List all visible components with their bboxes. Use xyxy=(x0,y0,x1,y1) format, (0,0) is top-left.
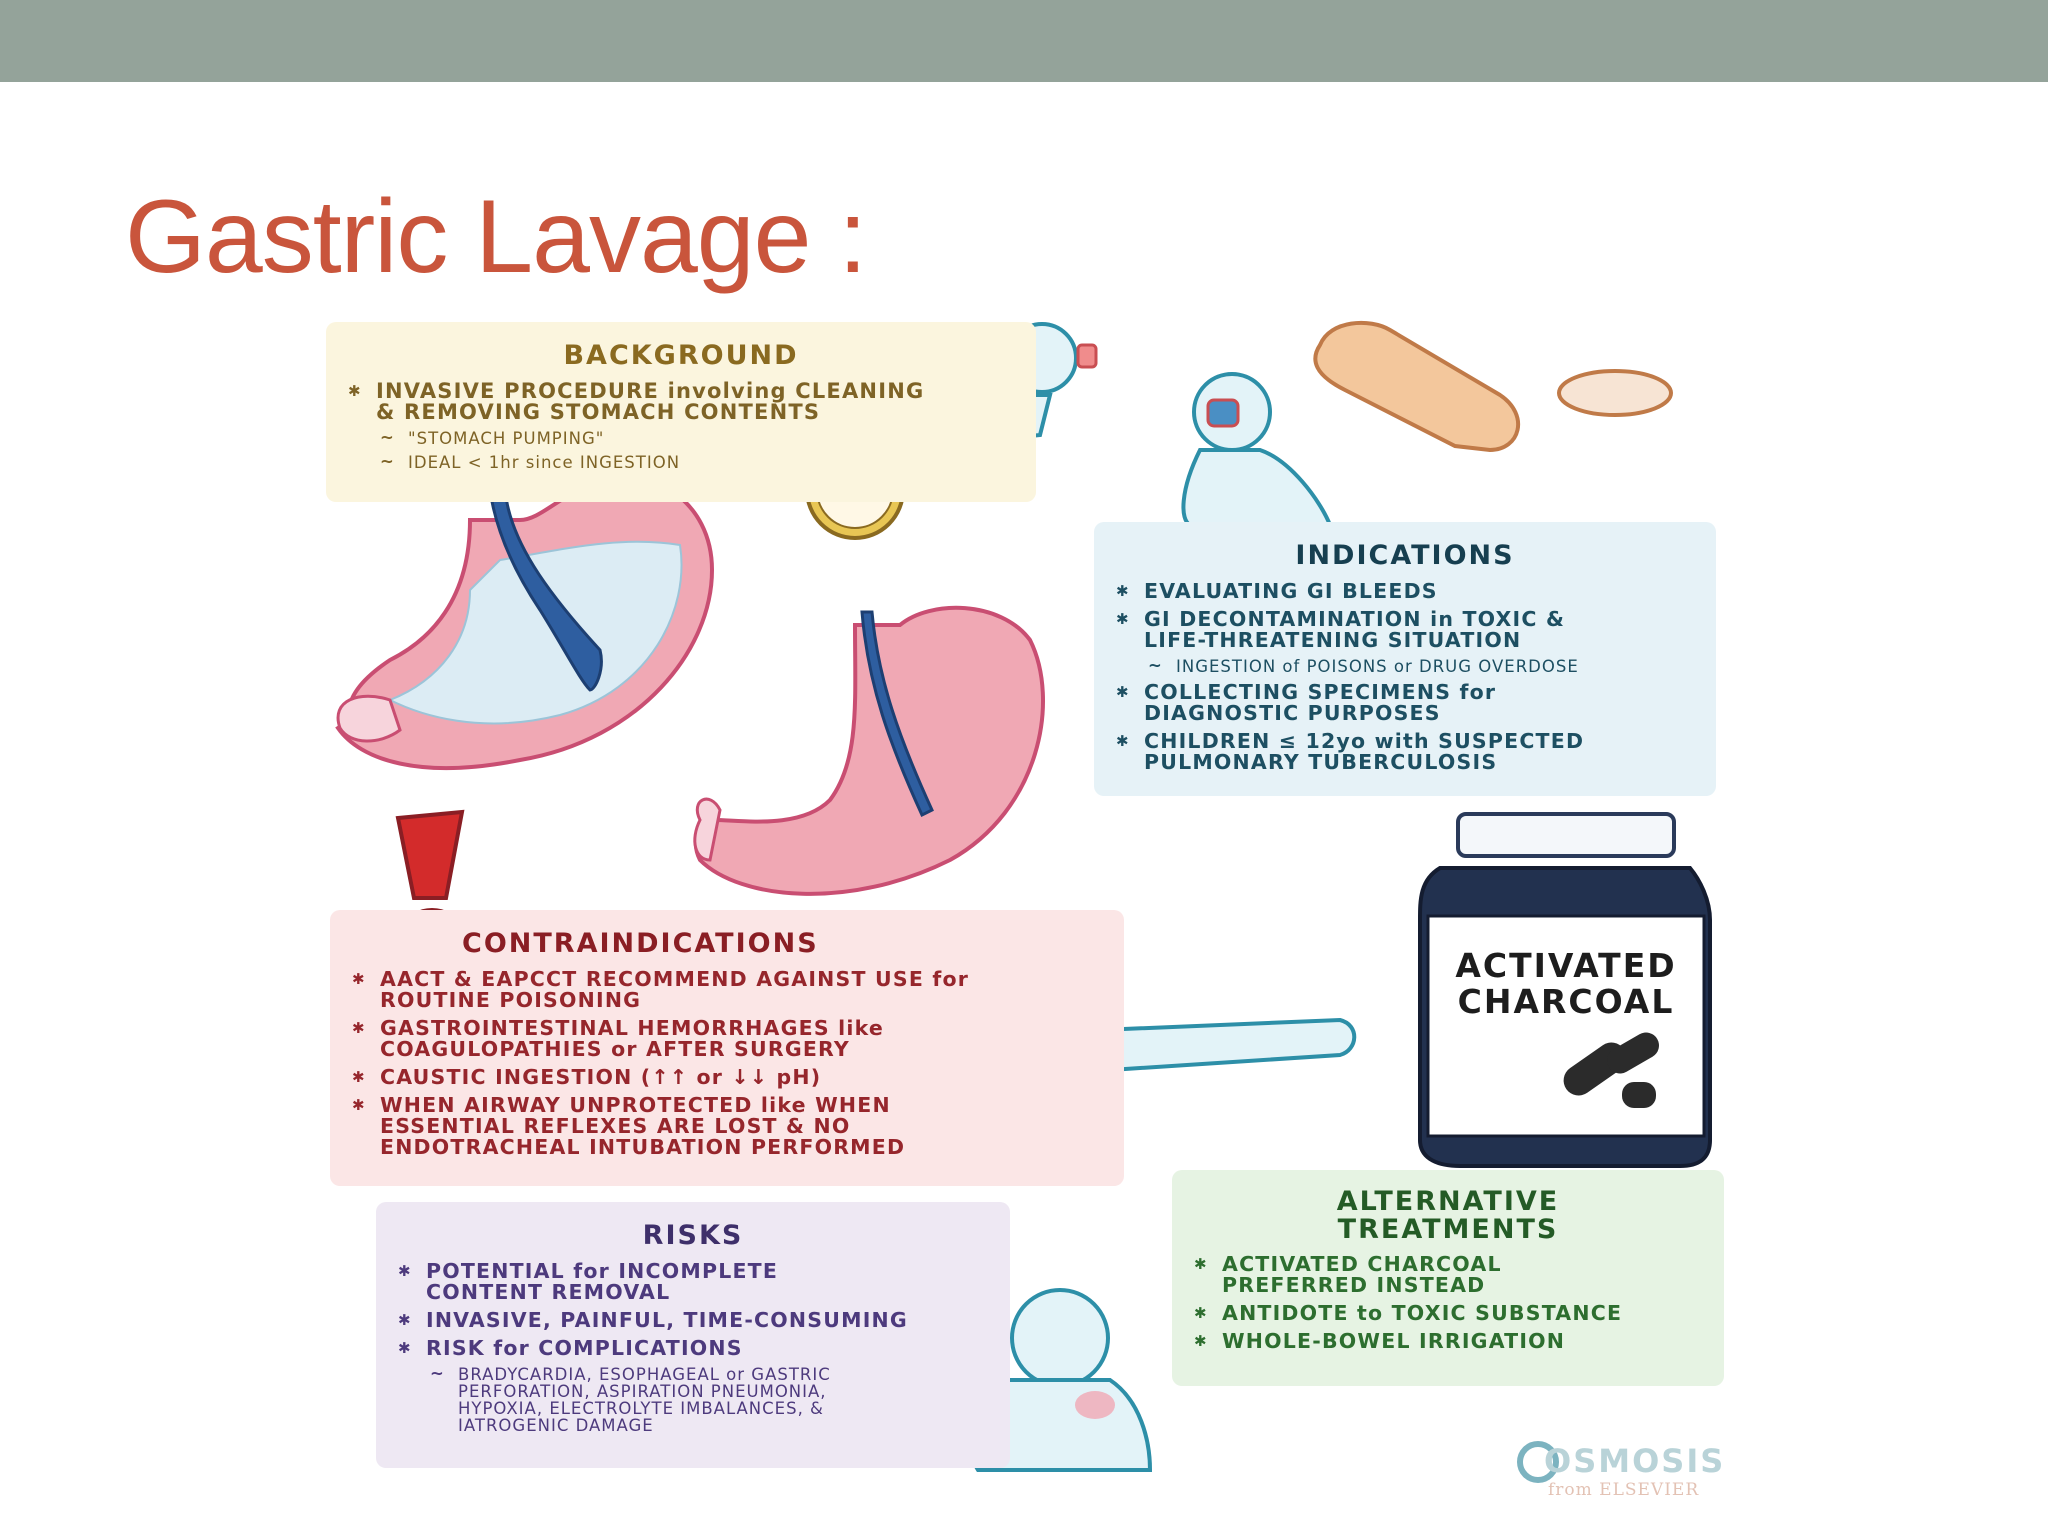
person-drinking-illustration xyxy=(986,322,1333,527)
background-heading: BACKGROUND xyxy=(563,340,799,371)
slide-title: Gastric Lavage : xyxy=(125,179,867,295)
contraindication-item: WHEN AIRWAY UNPROTECTED like WHEN ESSENT… xyxy=(352,1095,1102,1158)
pill-bottle-illustration xyxy=(1313,320,1673,453)
alternatives-panel: ALTERNATIVE TREATMENTS ACTIVATED CHARCOA… xyxy=(1172,1170,1724,1386)
background-panel: BACKGROUND INVASIVE PROCEDURE involving … xyxy=(326,322,1036,502)
charcoal-jar-label: ACTIVATED CHARCOAL xyxy=(1455,946,1677,1021)
osmosis-logo-icon xyxy=(1517,1441,1559,1483)
indication-item: GI DECONTAMINATION in TOXIC & LIFE-THREA… xyxy=(1116,609,1694,651)
risk-subitem: BRADYCARDIA, ESOPHAGEAL or GASTRIC PERFO… xyxy=(398,1365,988,1434)
risk-item: POTENTIAL for INCOMPLETE CONTENT REMOVAL xyxy=(398,1261,988,1303)
top-bar xyxy=(0,0,2048,82)
indication-subitem: INGESTION of POISONS or DRUG OVERDOSE xyxy=(1116,657,1694,675)
indication-item: CHILDREN ≤ 12yo with SUSPECTED PULMONARY… xyxy=(1116,731,1694,773)
person-in-pain-illustration xyxy=(972,1288,1153,1472)
contraindication-item: AACT & EAPCCT RECOMMEND AGAINST USE for … xyxy=(352,969,1102,1011)
background-subitem: "STOMACH PUMPING" xyxy=(348,429,1014,447)
indication-item: COLLECTING SPECIMENS for DIAGNOSTIC PURP… xyxy=(1116,682,1694,724)
alternative-item: ACTIVATED CHARCOAL PREFERRED INSTEAD xyxy=(1194,1254,1702,1296)
brand-subtitle: from ELSEVIER xyxy=(1548,1480,1700,1500)
indication-item: EVALUATING GI BLEEDS xyxy=(1116,581,1694,603)
brand-name: OSMOSIS xyxy=(1544,1442,1726,1480)
contraindications-panel: CONTRAINDICATIONS AACT & EAPCCT RECOMMEN… xyxy=(330,910,1124,1186)
alternatives-heading: ALTERNATIVE TREATMENTS xyxy=(1336,1186,1560,1245)
indications-panel: INDICATIONS EVALUATING GI BLEEDS GI DECO… xyxy=(1094,522,1716,796)
risks-heading: RISKS xyxy=(642,1220,744,1251)
contraindications-heading: CONTRAINDICATIONS xyxy=(462,928,819,959)
contraindication-item: GASTROINTESTINAL HEMORRHAGES like COAGUL… xyxy=(352,1018,1102,1060)
risk-item: RISK for COMPLICATIONS xyxy=(398,1338,988,1360)
risks-panel: RISKS POTENTIAL for INCOMPLETE CONTENT R… xyxy=(376,1202,1010,1468)
charcoal-jar-illustration xyxy=(1418,812,1712,1168)
stomach-with-tube-illustration xyxy=(693,605,1045,896)
contraindication-item: CAUSTIC INGESTION (↑↑ or ↓↓ pH) xyxy=(352,1067,1102,1089)
background-subitem: IDEAL < 1hr since INGESTION xyxy=(348,453,1014,471)
alternative-item: WHOLE-BOWEL IRRIGATION xyxy=(1194,1331,1702,1353)
indications-heading: INDICATIONS xyxy=(1295,540,1515,571)
risk-item: INVASIVE, PAINFUL, TIME-CONSUMING xyxy=(398,1310,988,1332)
background-item: INVASIVE PROCEDURE involving CLEANING & … xyxy=(348,381,1014,423)
stomach-with-fluid-illustration xyxy=(335,474,715,770)
alternative-item: ANTIDOTE to TOXIC SUBSTANCE xyxy=(1194,1303,1702,1325)
